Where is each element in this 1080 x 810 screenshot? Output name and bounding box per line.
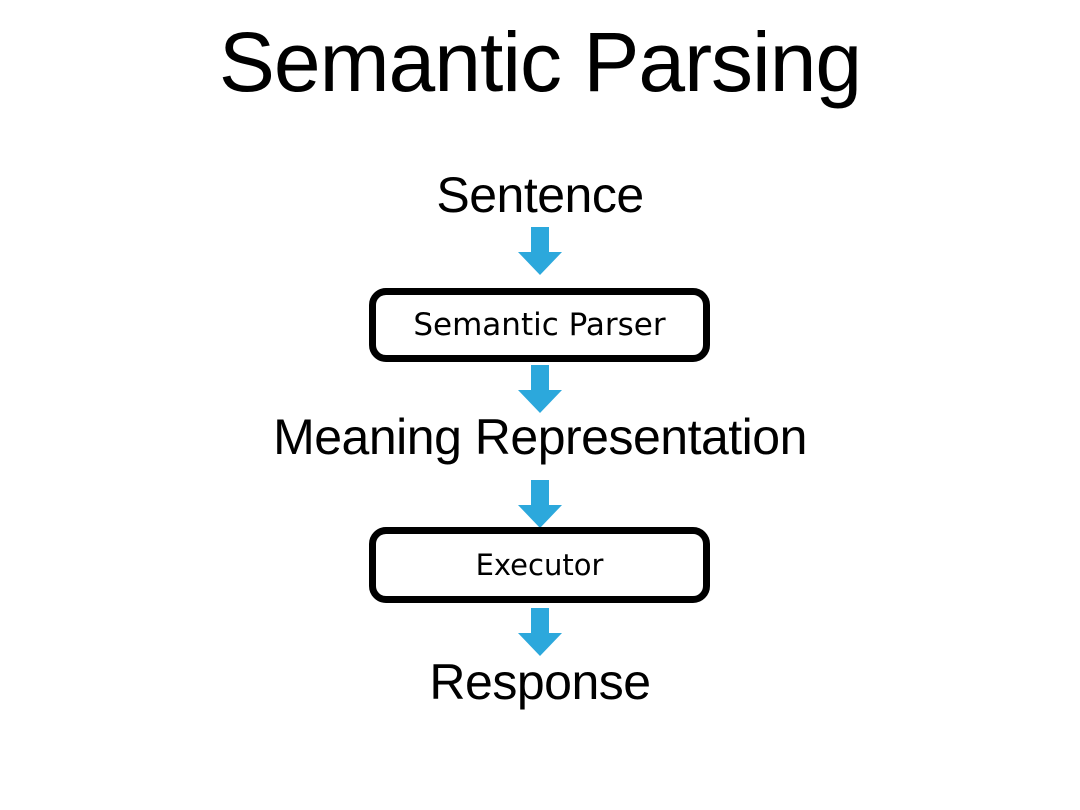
down-arrow-icon xyxy=(518,480,562,528)
stage-label-response: Response xyxy=(429,654,651,710)
process-box-label-executor: Executor xyxy=(475,547,604,582)
down-arrow-icon xyxy=(518,365,562,413)
down-arrow-icon xyxy=(518,227,562,275)
process-box-executor[interactable]: Executor xyxy=(369,527,710,603)
pipeline-diagram: Sentence Semantic Parser Meaning Represe… xyxy=(0,150,1080,730)
page-title: Semantic Parsing xyxy=(218,15,862,109)
stage-label-sentence: Sentence xyxy=(436,167,644,223)
down-arrow-icon xyxy=(518,608,562,656)
process-box-label-semantic-parser: Semantic Parser xyxy=(413,306,666,343)
stage-label-meaning-representation: Meaning Representation xyxy=(273,409,807,465)
process-box-semantic-parser[interactable]: Semantic Parser xyxy=(369,288,710,362)
